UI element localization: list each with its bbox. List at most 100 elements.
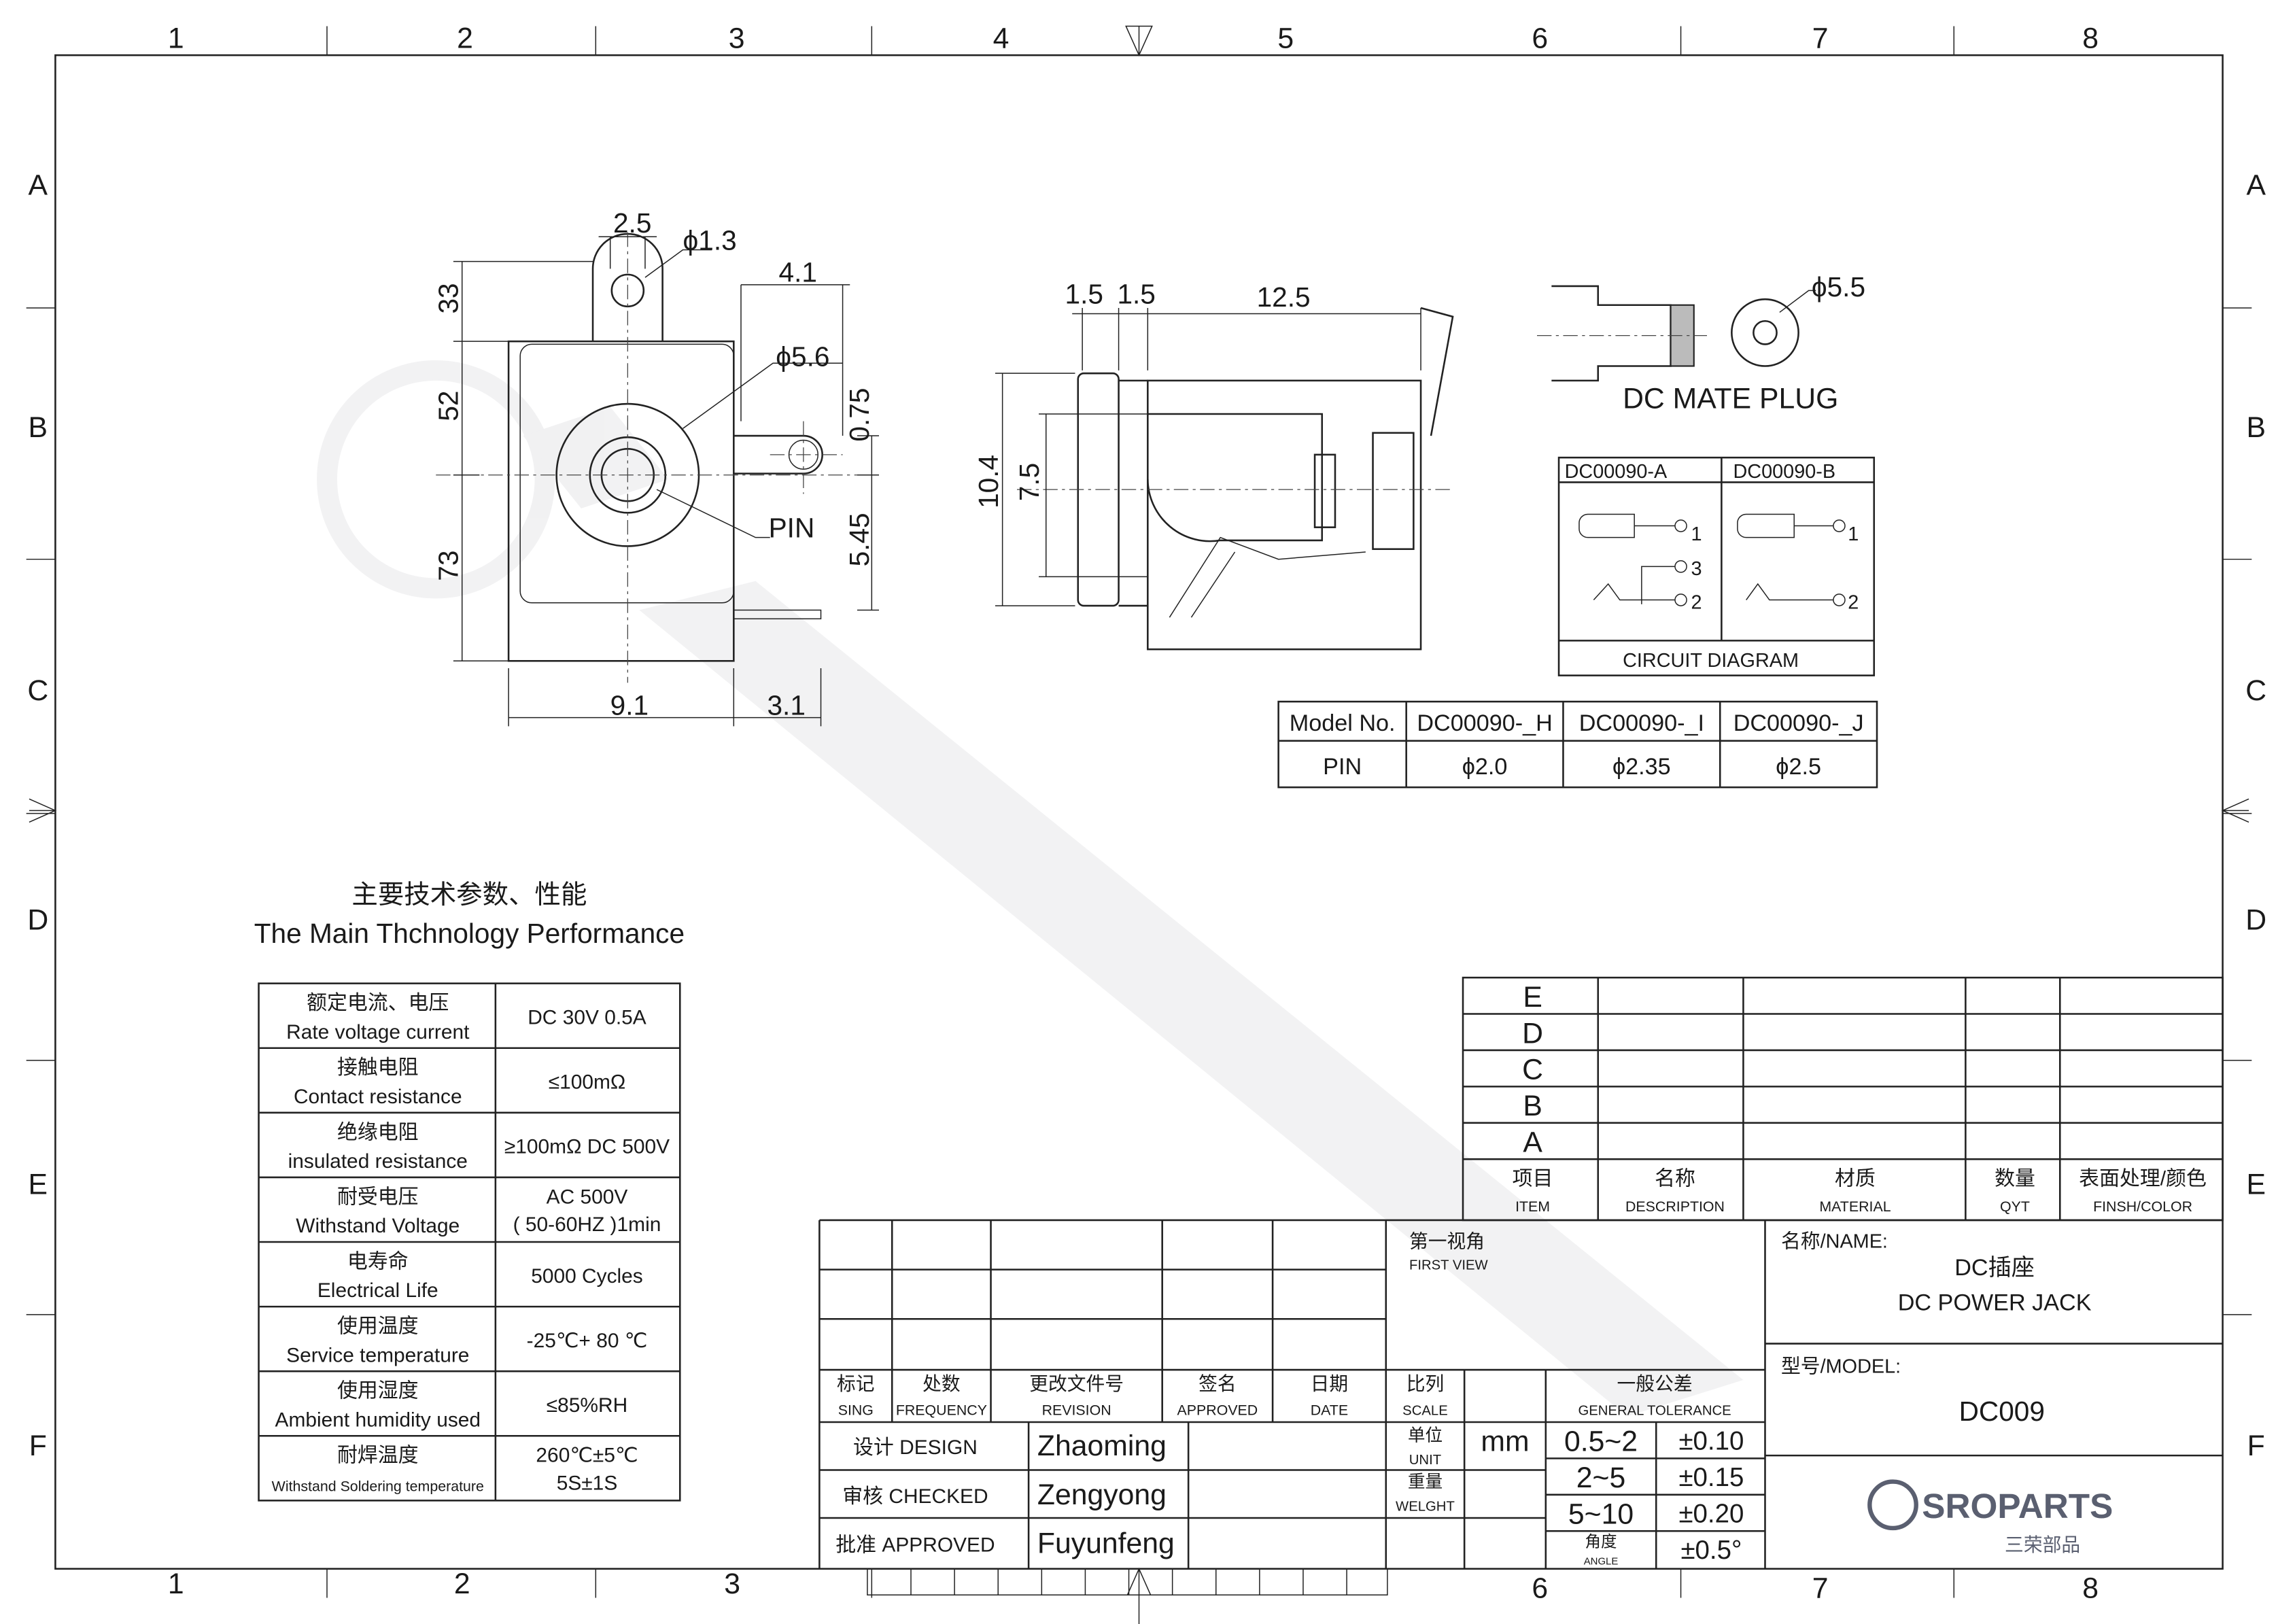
- signoff-role: 设计 DESIGN: [853, 1436, 978, 1459]
- ruler-column: 6: [1532, 22, 1548, 55]
- ruler-column: 8: [2082, 1572, 2099, 1605]
- signoff-name: Zhaoming: [1037, 1430, 1167, 1462]
- tolerance-en: GENERAL TOLERANCE: [1578, 1403, 1731, 1418]
- model-table-cell: PIN: [1323, 754, 1362, 780]
- spec-label-en: insulated resistance: [288, 1150, 468, 1173]
- spec-value: -25℃+ 80 ℃: [527, 1330, 648, 1352]
- dim-phi-5-6: ϕ5.6: [776, 341, 829, 372]
- dim-7-5: 7.5: [1014, 463, 1045, 501]
- ruler-row: B: [2246, 411, 2266, 444]
- dim-4-1: 4.1: [779, 257, 817, 288]
- spec-label-cn: 使用温度: [337, 1315, 419, 1338]
- revision-table: EDCBA项目ITEM名称DESCRIPTION材质MATERIAL数量QYT表…: [1462, 976, 2224, 1222]
- dim-12-5: 12.5: [1257, 281, 1311, 313]
- tolerance-range: 2~5: [1576, 1462, 1625, 1494]
- spec-label-en: Withstand Soldering temperature: [272, 1478, 484, 1494]
- side-view: 1.5 1.5 12.5 10.4 7.5: [973, 279, 1454, 651]
- tolerance-value: ±0.20: [1678, 1499, 1744, 1528]
- ruler-column: 3: [724, 1568, 740, 1600]
- revision-row-label: B: [1523, 1090, 1542, 1122]
- title-block-text: 第一视角 FIRST VIEW 比列 SCALE 一般公差 GENERAL TO…: [835, 1231, 2113, 1568]
- logo-cn: 三荣部品: [2005, 1534, 2080, 1555]
- dim-73: 73: [432, 551, 464, 581]
- angle-cn: 角度: [1585, 1533, 1617, 1551]
- spec-label-cn: 电寿命: [347, 1250, 409, 1273]
- pin-a-3: 3: [1691, 558, 1702, 580]
- first-view-en: FIRST VIEW: [1409, 1258, 1489, 1273]
- revision-header-cn: 数量: [1995, 1168, 2035, 1190]
- ruler-column: 5: [1277, 22, 1294, 55]
- revision-row-label: C: [1522, 1054, 1543, 1086]
- change-header-cn: 标记: [837, 1373, 875, 1394]
- dim-2-5: 2.5: [613, 207, 651, 239]
- spec-title-cn: 主要技术参数、性能: [351, 880, 587, 910]
- angle-en: ANGLE: [1584, 1555, 1619, 1567]
- revision-header-en: ITEM: [1515, 1198, 1550, 1215]
- spec-label-en: Ambient humidity used: [275, 1409, 481, 1431]
- revision-header-cn: 名称: [1655, 1168, 1695, 1190]
- dim-10-4: 10.4: [973, 455, 1004, 508]
- pin-a-1: 1: [1691, 523, 1702, 545]
- dim-1-5-a: 1.5: [1065, 279, 1103, 310]
- revision-header-cn: 材质: [1835, 1168, 1876, 1190]
- spec-label-cn: 使用湿度: [337, 1380, 419, 1402]
- ruler-row: A: [2246, 169, 2266, 201]
- dim-phi-5-5: ϕ5.5: [1812, 271, 1865, 303]
- model-table-cell: ϕ2.5: [1776, 754, 1821, 780]
- spec-value: ≤85%RH: [547, 1394, 627, 1417]
- pin-b-2: 2: [1848, 591, 1859, 613]
- tolerance-cn: 一般公差: [1617, 1373, 1693, 1394]
- weight-en: WELGHT: [1396, 1499, 1455, 1514]
- ruler-column: 3: [729, 22, 745, 55]
- ruler-column: 2: [457, 22, 473, 55]
- change-header-en: FREQUENCY: [896, 1402, 987, 1418]
- mate-plug-label: DC MATE PLUG: [1623, 382, 1838, 415]
- revision-header-en: FINSH/COLOR: [2093, 1198, 2192, 1215]
- ruler-row: B: [29, 411, 48, 444]
- model-table-header: Model No.: [1290, 710, 1396, 736]
- dim-52: 52: [432, 391, 464, 421]
- dim-3-1: 3.1: [767, 689, 805, 721]
- revision-header-en: DESCRIPTION: [1625, 1198, 1725, 1215]
- spec-value: AC 500V: [547, 1186, 628, 1208]
- pin-b-1: 1: [1848, 523, 1859, 545]
- circuit-header-a: DC00090-A: [1565, 461, 1668, 483]
- change-header-cn: 日期: [1311, 1373, 1349, 1394]
- revision-header-en: MATERIAL: [1819, 1198, 1891, 1215]
- ruler-column: 7: [1812, 22, 1829, 55]
- revision-header-cn: 项目: [1513, 1168, 1553, 1190]
- revision-header-en: QYT: [2000, 1198, 2030, 1215]
- pin-a-2: 2: [1691, 591, 1702, 613]
- first-view-cn: 第一视角: [1409, 1231, 1485, 1252]
- name-label: 名称/NAME:: [1781, 1231, 1888, 1253]
- revision-row-label: E: [1523, 981, 1542, 1014]
- ruler-row: E: [29, 1168, 48, 1200]
- model-table-header: DC00090-_J: [1733, 710, 1864, 736]
- ruler-row: F: [29, 1430, 47, 1462]
- spec-value: 5S±1S: [557, 1472, 618, 1494]
- unit-value: mm: [1481, 1426, 1529, 1458]
- signoff-role: 审核 CHECKED: [842, 1485, 988, 1508]
- signoff-role: 批准 APPROVED: [835, 1534, 995, 1557]
- ruler-row: F: [2247, 1430, 2265, 1462]
- spec-label-en: Service temperature: [286, 1344, 469, 1366]
- scale-cn: 比列: [1407, 1373, 1445, 1394]
- rule-line: [29, 25, 2249, 1624]
- dim-phi-1-3: ϕ1.3: [683, 225, 737, 256]
- tolerance-value: ±0.10: [1678, 1427, 1744, 1456]
- dim-1-5-b: 1.5: [1117, 279, 1155, 310]
- model-value: DC009: [1959, 1396, 2045, 1427]
- spec-label-en: Electrical Life: [317, 1279, 438, 1302]
- tolerance-range: 5~10: [1568, 1498, 1634, 1531]
- weight-cn: 重量: [1408, 1472, 1443, 1491]
- model-table-cell: ϕ2.0: [1462, 754, 1508, 780]
- ruler-column: 4: [993, 22, 1009, 55]
- ruler-column: 6: [1532, 1572, 1548, 1605]
- unit-cn: 单位: [1408, 1426, 1443, 1445]
- revision-row-label: D: [1522, 1017, 1543, 1050]
- spec-label-en: Withstand Voltage: [296, 1215, 460, 1237]
